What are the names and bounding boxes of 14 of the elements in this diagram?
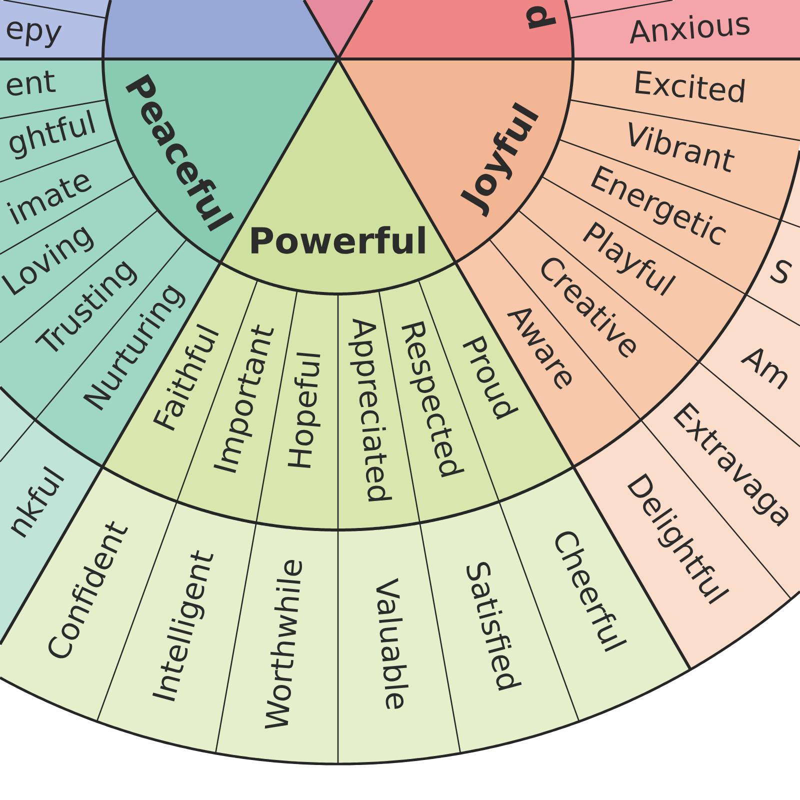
center-wedge: d: [340, 0, 572, 58]
node-label: Worthwhile: [264, 560, 302, 729]
ring-segment: Worthwhile: [216, 524, 338, 763]
node-label: ent: [6, 70, 56, 96]
center-wedge: [104, 0, 336, 58]
node-label: Excited: [635, 70, 745, 102]
ring-segment: Anxious: [570, 0, 800, 58]
ring-segment: [0, 388, 34, 462]
ring-segment: Valuable: [338, 524, 460, 763]
center-wedge: [305, 0, 371, 56]
node-label: Valuable: [376, 578, 409, 709]
ring-segment: [782, 157, 800, 227]
ring-segment: S: [747, 220, 800, 326]
ring-segment: epy: [0, 0, 106, 58]
